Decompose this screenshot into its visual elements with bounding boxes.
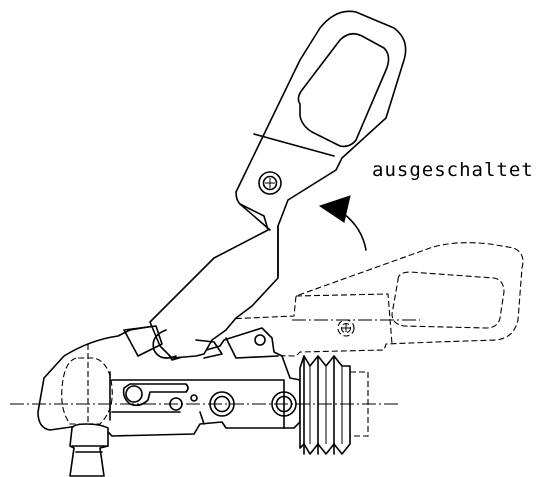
rotation-arrow <box>318 195 367 251</box>
bellows <box>299 355 369 455</box>
center-lines <box>10 319 420 405</box>
annotation-label: ausgeschaltet <box>372 159 534 181</box>
dashed-handle-outline <box>139 242 524 357</box>
ball-shank <box>69 423 109 477</box>
tow-ball-hidden <box>61 344 113 432</box>
handle-raised <box>123 10 407 359</box>
